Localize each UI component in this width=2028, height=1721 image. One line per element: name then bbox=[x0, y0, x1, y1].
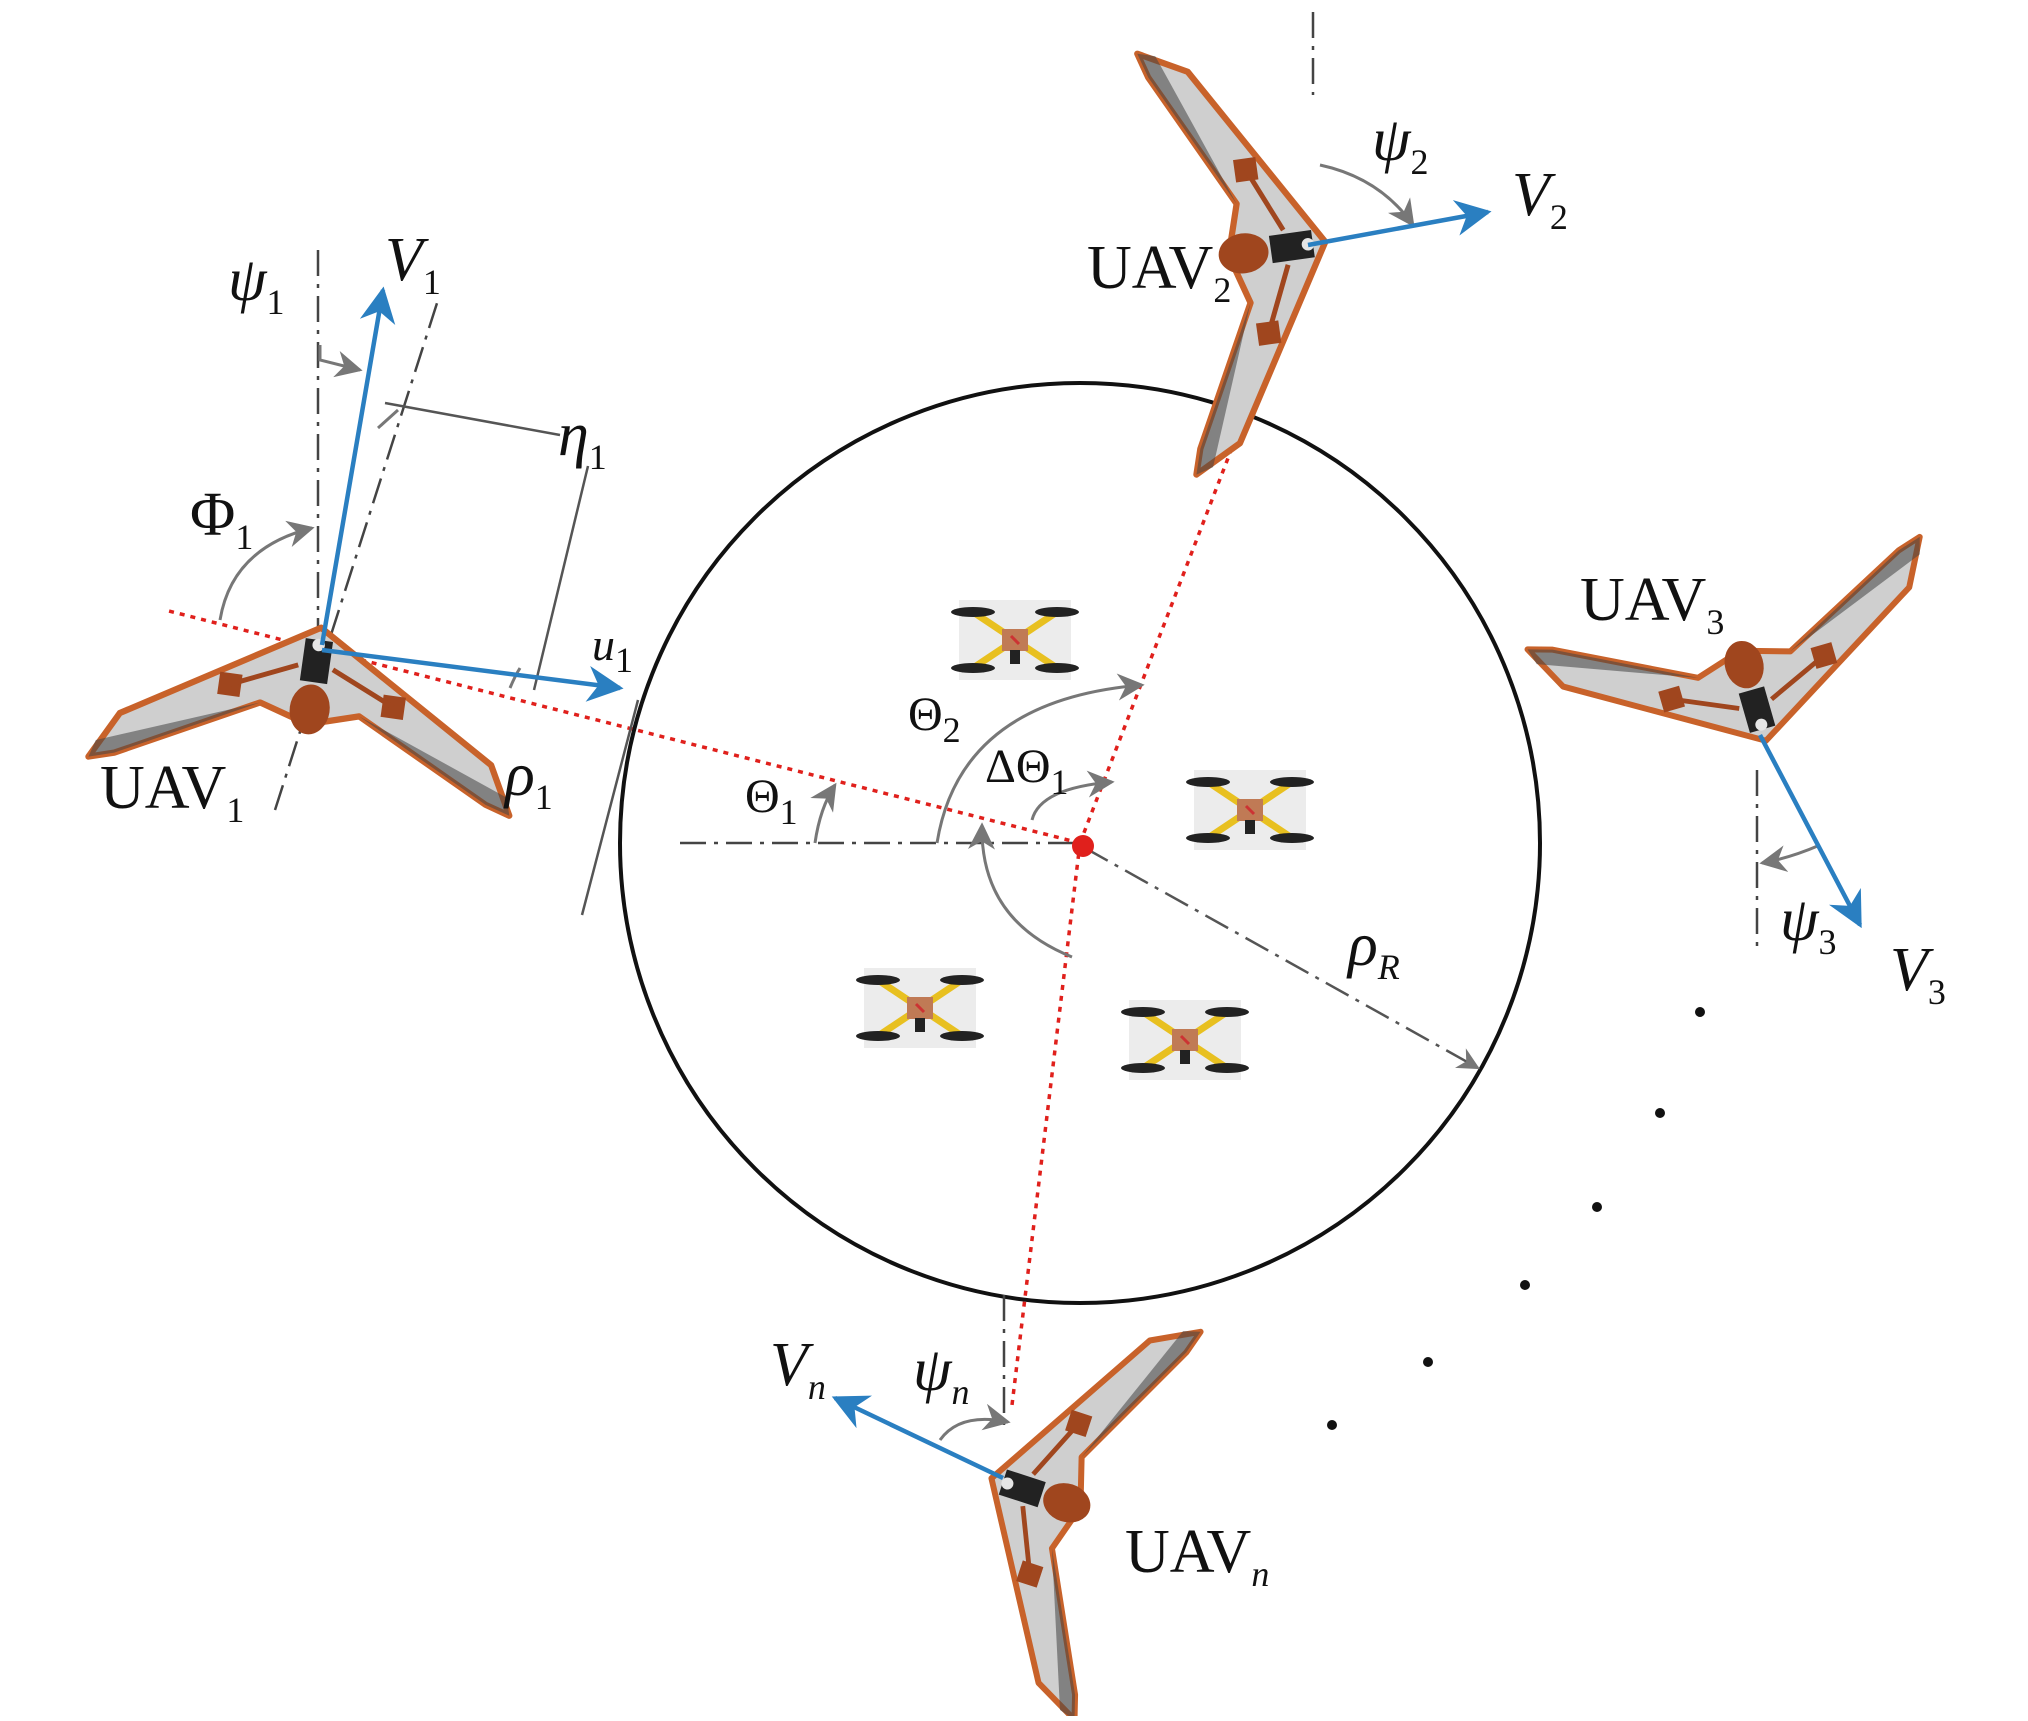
label-psi2: ψ2 bbox=[1372, 106, 1429, 182]
continuation-dots bbox=[1327, 1007, 1705, 1430]
label-rho1: ρ1 bbox=[503, 741, 553, 817]
label-psi3: ψ3 bbox=[1780, 886, 1837, 962]
label-delta-theta1: ΔΘ1 bbox=[985, 740, 1069, 802]
quadrotor bbox=[1121, 1000, 1249, 1080]
velocity-vectors bbox=[319, 200, 1862, 1481]
label-v1: V1 bbox=[385, 226, 441, 302]
label-phi1: Φ1 bbox=[190, 481, 253, 557]
label-uavn: UAVn bbox=[1125, 1518, 1269, 1594]
label-psin: ψn bbox=[913, 1336, 970, 1412]
line-of-sight-lines bbox=[164, 244, 1312, 1406]
label-eta1: η1 bbox=[558, 401, 607, 477]
uavn-aircraft bbox=[928, 1284, 1200, 1716]
quadrotor bbox=[1186, 770, 1314, 850]
angle-arcs bbox=[218, 163, 1821, 1441]
quadrotor bbox=[951, 600, 1079, 680]
label-uav1: UAV1 bbox=[100, 754, 244, 830]
formation-center bbox=[1072, 835, 1094, 857]
label-theta1: Θ1 bbox=[745, 770, 798, 832]
label-uav3: UAV3 bbox=[1580, 566, 1724, 642]
quadrotor bbox=[856, 968, 984, 1048]
label-theta2: Θ2 bbox=[908, 688, 961, 750]
label-rho-r: ρR bbox=[1346, 911, 1400, 987]
radius-line-rho-r bbox=[1084, 846, 1480, 1070]
eta1-bracket bbox=[384, 401, 590, 691]
label-v3: V3 bbox=[1890, 936, 1946, 1012]
label-psi1: ψ1 bbox=[228, 246, 285, 322]
label-uav2: UAV2 bbox=[1087, 234, 1231, 310]
label-u1: u1 bbox=[592, 619, 633, 680]
label-vn: Vn bbox=[770, 1331, 826, 1407]
label-v2: V2 bbox=[1512, 161, 1568, 237]
formation-circle bbox=[618, 381, 1542, 1305]
tangent-line bbox=[580, 699, 640, 916]
